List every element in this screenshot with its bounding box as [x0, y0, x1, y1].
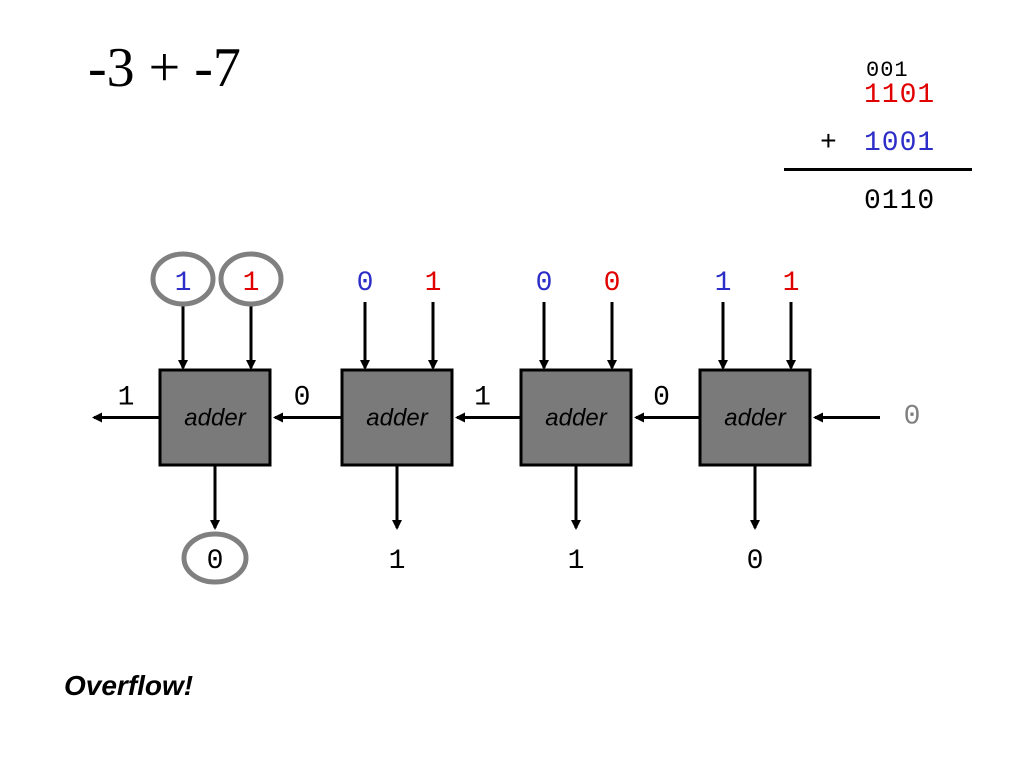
sum-rule	[784, 168, 972, 171]
carry-out-bit: 1	[118, 383, 135, 414]
adder-label: adder	[724, 405, 786, 432]
input-a-bit: 0	[536, 268, 553, 299]
input-a-bit: 1	[715, 268, 732, 299]
sum-output-bit: 1	[568, 546, 585, 577]
carry-in-bit: 0	[904, 402, 921, 433]
input-a-highlight-circle	[150, 251, 216, 307]
input-b-bit: 1	[783, 268, 800, 299]
operand-a: 1101	[864, 80, 936, 111]
sum-output-bit: 0	[207, 546, 224, 577]
carry-out-bit: 1	[474, 383, 491, 414]
operand-b: 1001	[864, 128, 936, 159]
input-b-bit: 1	[243, 268, 260, 299]
input-b-highlight-circle	[218, 251, 284, 307]
input-a-bit: 0	[357, 268, 374, 299]
page-title: -3 + -7	[88, 37, 241, 99]
adder-label: adder	[545, 405, 607, 432]
sum-output-bit: 1	[389, 546, 406, 577]
overflow-note: Overflow!	[64, 670, 194, 701]
carry-out-bit: 0	[294, 383, 311, 414]
input-b-bit: 0	[604, 268, 621, 299]
adder-block	[340, 368, 454, 467]
carry-out-bit: 0	[653, 383, 670, 414]
adder-label: adder	[184, 405, 246, 432]
adder-label: adder	[366, 405, 428, 432]
sum-result: 0110	[864, 186, 936, 217]
carry-bits: 001	[866, 58, 909, 83]
input-b-bit: 1	[425, 268, 442, 299]
plus-sign: +	[820, 128, 837, 159]
sum-output-bit: 0	[747, 546, 764, 577]
sum-highlight-circle	[181, 531, 249, 585]
input-a-bit: 1	[175, 268, 192, 299]
